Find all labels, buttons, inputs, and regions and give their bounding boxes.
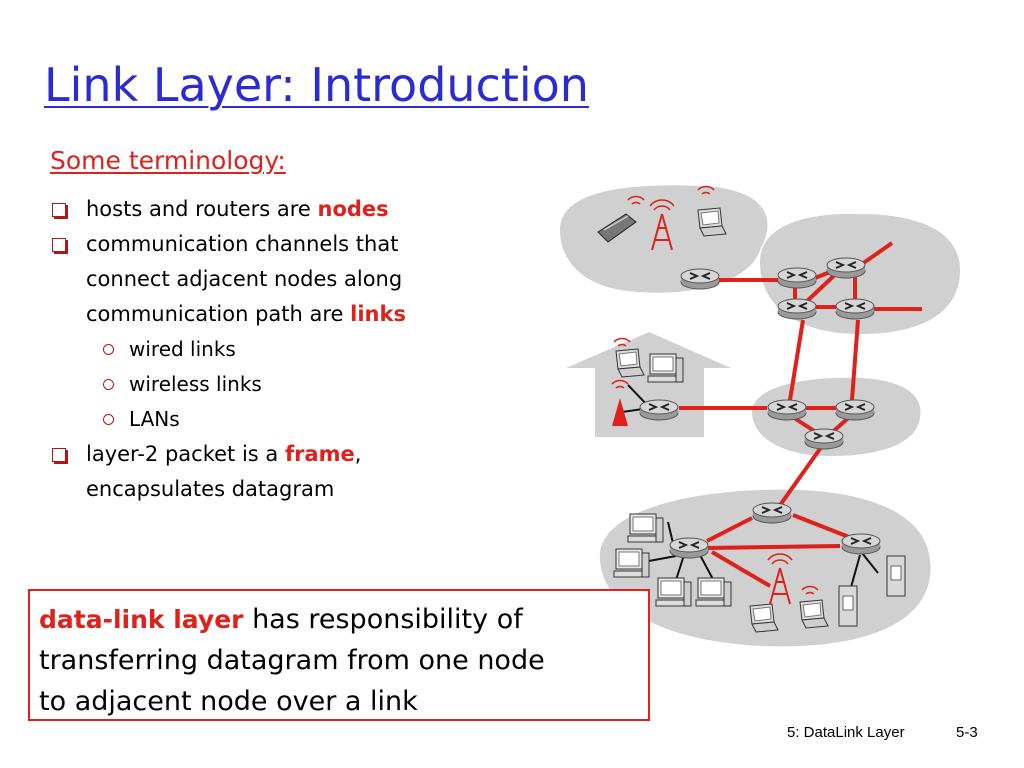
terminology-heading: Some terminology:	[50, 146, 286, 175]
router-icon	[752, 502, 792, 524]
router-icon	[835, 399, 875, 421]
wireless-access-point-icon	[612, 398, 628, 426]
home-network-house	[566, 332, 731, 437]
router-icon	[835, 298, 875, 320]
router-icon	[804, 428, 844, 450]
server-icon	[838, 585, 858, 627]
router-icon	[639, 399, 679, 421]
slide-title: Link Layer: Introduction	[44, 58, 589, 112]
desktop-computer-icon	[647, 353, 684, 383]
sub-bullet-lans: LANs	[46, 402, 546, 437]
router-icon	[841, 533, 881, 555]
term-links: links	[350, 302, 406, 326]
router-icon	[777, 298, 817, 320]
bullet-nodes: hosts and routers are nodes	[46, 192, 546, 227]
desktop-computer-icon	[695, 577, 732, 607]
definition-callout: data-link layer has responsibility of tr…	[28, 589, 650, 721]
server-icon	[886, 555, 906, 597]
terminology-list: hosts and routers are nodes communicatio…	[46, 192, 546, 507]
footer-chapter: 5: DataLink Layer	[787, 724, 905, 741]
sub-bullet-wired-links: wired links	[46, 332, 546, 367]
router-icon	[767, 399, 807, 421]
cellphone-icon	[597, 213, 637, 243]
desktop-computer-icon	[627, 513, 664, 543]
bullet-frame: layer-2 packet is a frame, encapsulates …	[46, 437, 546, 507]
term-nodes: nodes	[317, 197, 389, 221]
footer-page-number: 5-3	[956, 724, 978, 741]
sub-bullet-wireless-links: wireless links	[46, 367, 546, 402]
router-icon	[826, 257, 866, 279]
term-frame: frame	[284, 442, 355, 466]
router-icon	[777, 267, 817, 289]
regional-cloud	[752, 377, 921, 456]
desktop-computer-icon	[613, 548, 650, 578]
router-icon	[680, 268, 720, 290]
mobile-network-cloud	[560, 185, 768, 293]
router-icon	[669, 537, 709, 559]
desktop-computer-icon	[655, 577, 692, 607]
bullet-links: communication channels that connect adja…	[46, 227, 546, 332]
term-data-link-layer: data-link layer	[39, 605, 244, 634]
